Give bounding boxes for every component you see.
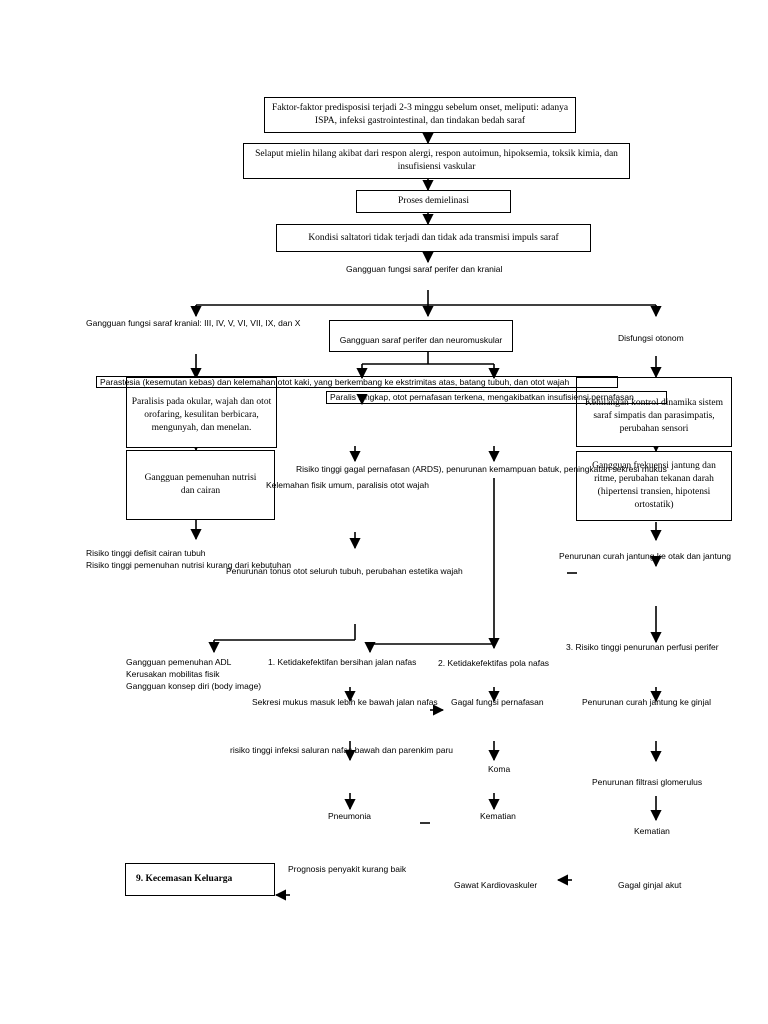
death-label: Kematian bbox=[480, 811, 516, 821]
body-image-label: Gangguan konsep diri (body image) bbox=[126, 681, 262, 691]
cardiac-output-kidney-label: Penurunan curah jantung ke ginjal bbox=[582, 697, 712, 707]
family-anxiety-box: 9. Kecemasan Keluarga bbox=[125, 863, 275, 896]
mucus-secretion-label: Sekresi mukus masuk lebih ke bawah jalan… bbox=[252, 697, 438, 707]
muscle-tone-label: Penurunan tonus otot seluruh tubuh, peru… bbox=[226, 566, 463, 576]
airway-clearance-label: 1. Ketidakefektifan bersihan jalan nafas bbox=[268, 657, 417, 667]
ocular-paralysis-box: Paralisis pada okular, wajah dan otot or… bbox=[126, 377, 277, 448]
paresthesia-box: Parastesia (kesemutan kebas) dan kelemah… bbox=[96, 376, 618, 388]
general-weakness-label: Kelemahan fisik umum, paralisis otot waj… bbox=[266, 480, 429, 490]
acute-kidney-failure-label: Gagal ginjal akut bbox=[618, 880, 682, 890]
nutrition-box: Gangguan pemenuhan nutrisi dan cairan bbox=[126, 450, 275, 520]
perfusion-risk-label: 3. Risiko tinggi penurunan perfusi perif… bbox=[566, 642, 719, 652]
cardiovascular-emergency-label: Gawat Kardiovaskuler bbox=[454, 880, 538, 890]
autonomic-dysfunction-label: Disfungsi otonom bbox=[618, 333, 684, 343]
infection-risk-label: risiko tinggi infeksi saluran nafas bawa… bbox=[230, 745, 454, 755]
prognosis-label: Prognosis penyakit kurang baik bbox=[288, 864, 407, 874]
myelin-loss-box: Selaput mielin hilang akibat dari respon… bbox=[243, 143, 630, 179]
cranial-nerve-label: Gangguan fungsi saraf kranial: III, IV, … bbox=[86, 318, 301, 328]
fluid-deficit-label: Risiko tinggi defisit cairan tubuh bbox=[86, 548, 206, 558]
adl-label: Gangguan pemenuhan ADL bbox=[126, 657, 232, 667]
nutrition-risk-label: Risiko tinggi pemenuhan nutrisi kurang d… bbox=[86, 560, 292, 570]
mobility-label: Kerusakan mobilitas fisik bbox=[126, 669, 220, 679]
glomerular-filtration-label: Penurunan filtrasi glomerulus bbox=[592, 777, 703, 787]
predisposition-box: Faktor-faktor predisposisi terjadi 2-3 m… bbox=[264, 97, 576, 133]
peripheral-neuromuscular-box: Gangguan saraf perifer dan neuromuskular bbox=[329, 320, 513, 352]
saltatory-box: Kondisi saltatori tidak terjadi dan tida… bbox=[276, 224, 591, 252]
cardiac-output-brain-label: Penurunan curah jantung ke otak dan jant… bbox=[559, 551, 732, 561]
respiratory-failure-label: Gagal fungsi pernafasan bbox=[451, 697, 544, 707]
autonomic-control-box: Kehilangan kontrol dinamika sistem saraf… bbox=[576, 377, 732, 447]
peripheral-cranial-label: Gangguan fungsi saraf perifer dan krania… bbox=[346, 264, 503, 274]
pneumonia-label: Pneumonia bbox=[328, 811, 372, 821]
complete-paralysis-box: Paralis lengkap, otot pernafasan terkena… bbox=[326, 391, 667, 404]
breathing-pattern-label: 2. Ketidakefektifas pola nafas bbox=[438, 658, 550, 668]
heart-rate-box: Gangguan frekuensi jantung dan ritme, pe… bbox=[576, 451, 732, 521]
ards-risk-label: Risiko tinggi gagal pernafasan (ARDS), p… bbox=[296, 464, 667, 474]
coma-label: Koma bbox=[488, 764, 511, 774]
demyelination-box: Proses demielinasi bbox=[356, 190, 511, 213]
death-label: Kematian bbox=[634, 826, 670, 836]
